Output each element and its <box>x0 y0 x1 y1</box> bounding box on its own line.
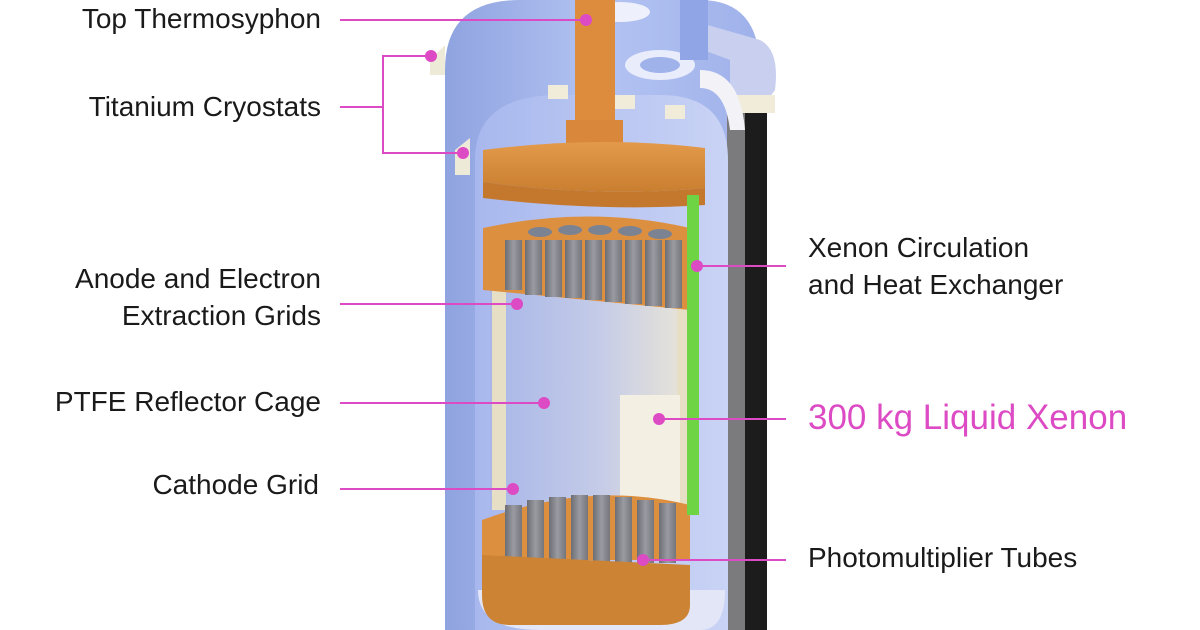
inner-detector <box>482 195 699 625</box>
label-top-thermosyphon: Top Thermosyphon <box>81 3 321 34</box>
label-photomultiplier-tubes: Photomultiplier Tubes <box>808 542 1078 573</box>
dot-pmt <box>637 554 649 566</box>
dot-cathode-grid <box>507 483 519 495</box>
leader-dots <box>425 14 703 566</box>
dot-top-thermosyphon <box>580 14 592 26</box>
label-anode-line2: Extraction Grids <box>121 300 321 331</box>
label-xenon-circ-line2: and Heat Exchanger <box>808 269 1064 300</box>
dot-ptfe-cage <box>538 397 550 409</box>
label-xenon-circulation: Xenon Circulation and Heat Exchanger <box>808 229 1063 303</box>
label-anode-line1: Anode and Electron <box>75 263 321 294</box>
dot-anode-grids <box>511 298 523 310</box>
dot-liquid-xenon <box>653 413 665 425</box>
top-thermosyphon <box>483 0 705 208</box>
dot-heat-exchanger <box>691 260 703 272</box>
label-xenon-circ-line1: Xenon Circulation <box>808 232 1030 263</box>
dot-inner-cryostat <box>457 147 469 159</box>
label-titanium-cryostats: Titanium Cryostats <box>88 91 321 122</box>
label-cathode-grid: Cathode Grid <box>152 469 319 500</box>
dot-outer-cryostat <box>425 50 437 62</box>
label-liquid-xenon: 300 kg Liquid Xenon <box>808 398 1128 437</box>
leader-lines <box>340 19 786 561</box>
label-anode-grids: Anode and Electron Extraction Grids <box>75 260 321 334</box>
label-ptfe-cage: PTFE Reflector Cage <box>54 386 321 417</box>
